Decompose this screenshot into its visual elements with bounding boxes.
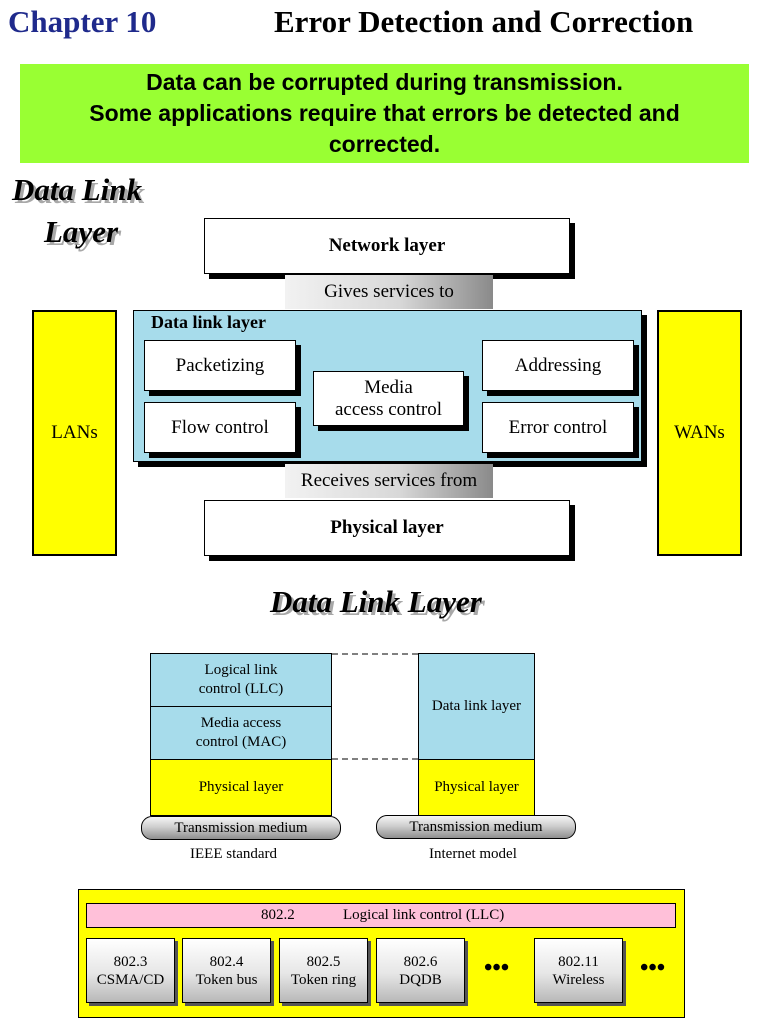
std-name: Token bus	[195, 971, 258, 988]
llc-bar: 802.2 Logical link control (LLC)	[86, 903, 676, 928]
mac-line-2: control (MAC)	[195, 734, 287, 750]
page-title: Error Detection and Correction	[274, 4, 694, 39]
llc-line-2: control (LLC)	[198, 681, 284, 697]
llc-line-1: Logical link	[204, 662, 278, 678]
std-code: 802.5	[306, 953, 341, 970]
ellipsis-2: •••	[640, 955, 666, 981]
std-name: DQDB	[399, 971, 442, 988]
chapter-label: Chapter 10	[8, 4, 157, 39]
std-802-6: 802.6 DQDB	[376, 938, 465, 1003]
std-802-4: 802.4 Token bus	[182, 938, 271, 1003]
diagram1-title-line2: Layer	[44, 214, 119, 249]
llc-cell: Logical link control (LLC)	[150, 653, 332, 707]
media-line-2: access control	[334, 398, 443, 420]
banner-line-1: Data can be corrupted during transmissio…	[146, 69, 623, 95]
std-name: Token ring	[290, 971, 357, 988]
ellipsis-1: •••	[484, 955, 510, 981]
addressing-box: Addressing	[482, 340, 634, 391]
physical-left-cell: Physical layer	[150, 759, 332, 816]
physical-layer-box: Physical layer	[204, 500, 570, 556]
error-control-box: Error control	[482, 402, 634, 453]
packetizing-box: Packetizing	[144, 340, 296, 391]
banner-line-3: corrected.	[328, 131, 441, 157]
banner-line-2: Some applications require that errors be…	[89, 100, 680, 126]
std-code: 802.3	[113, 953, 148, 970]
diagram2-title: Data Link Layer	[270, 584, 482, 619]
std-code: 802.4	[209, 953, 244, 970]
dll-right-cell: Data link layer	[418, 653, 535, 760]
medium-right-cylinder: Transmission medium	[376, 815, 576, 839]
std-name: CSMA/CD	[96, 971, 165, 988]
dashed-connectors	[332, 653, 418, 760]
mac-line-1: Media access	[200, 715, 282, 731]
network-layer-box: Network layer	[204, 218, 570, 274]
physical-right-cell: Physical layer	[418, 759, 535, 816]
diagram1-title-line1: Data Link	[12, 172, 143, 207]
intro-banner: Data can be corrupted during transmissio…	[20, 64, 749, 163]
llc-code: 802.2	[261, 907, 295, 923]
data-link-layer-label: Data link layer	[151, 312, 266, 332]
media-line-1: Media	[364, 376, 413, 398]
flow-control-box: Flow control	[144, 402, 296, 453]
receives-services-label: Receives services from	[285, 464, 493, 498]
std-802-3: 802.3 CSMA/CD	[86, 938, 175, 1003]
wans-box: WANs	[657, 310, 742, 556]
std-name: Wireless	[552, 971, 605, 988]
caption-right: Internet model	[429, 846, 517, 862]
std-code: 802.11	[558, 953, 599, 970]
mac-cell: Media access control (MAC)	[150, 706, 332, 760]
std-code: 802.6	[403, 953, 438, 970]
llc-name: Logical link control (LLC)	[343, 907, 505, 923]
caption-left: IEEE standard	[190, 846, 278, 862]
lans-box: LANs	[32, 310, 117, 556]
medium-left-cylinder: Transmission medium	[141, 816, 341, 840]
std-802-5: 802.5 Token ring	[279, 938, 368, 1003]
gives-services-label: Gives services to	[285, 275, 493, 309]
media-access-control-box: Media access control	[313, 371, 464, 426]
std-802-11: 802.11 Wireless	[534, 938, 623, 1003]
